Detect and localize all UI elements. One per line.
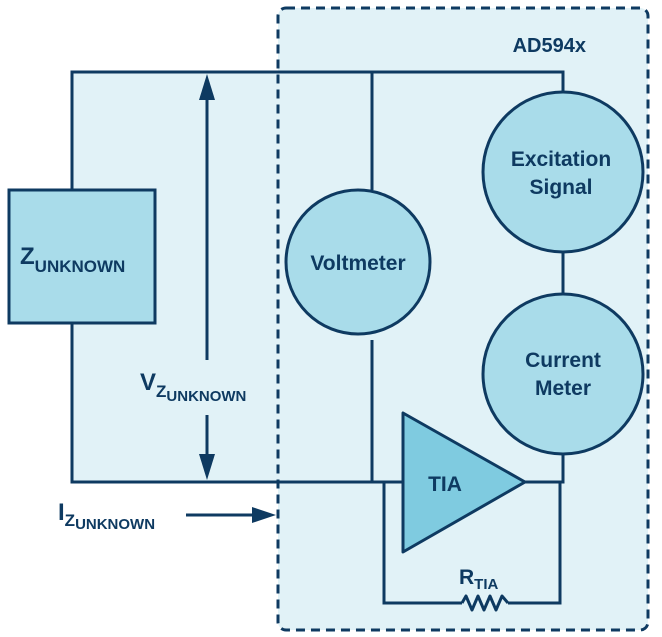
i-z-unknown-label: IZUNKNOWN xyxy=(58,499,155,533)
voltmeter-label: Voltmeter xyxy=(310,252,405,275)
current-meter-label-line1: Current xyxy=(525,349,601,372)
excitation-label-line2: Signal xyxy=(529,176,592,199)
excitation-signal-block xyxy=(481,90,645,254)
current-meter-label-line2: Meter xyxy=(535,377,591,400)
current-meter-block xyxy=(481,292,645,456)
feedback-left-wire xyxy=(382,482,462,605)
excitation-label-line1: Excitation xyxy=(511,148,611,171)
tia-label: TIA xyxy=(428,473,462,496)
z-unknown-label: ZUNKNOWN xyxy=(20,243,125,276)
voltmeter-block xyxy=(284,188,432,336)
resistor-icon xyxy=(460,594,510,612)
chip-label: AD594x xyxy=(513,35,586,57)
voltage-arrow xyxy=(199,74,215,480)
z-unknown-block xyxy=(7,188,157,325)
r-tia-label: RTIA xyxy=(459,566,499,593)
bottom-wire xyxy=(70,323,403,484)
tia-amplifier xyxy=(401,411,527,554)
tia-output-wire xyxy=(525,452,565,484)
current-arrow-head xyxy=(252,507,276,523)
v-z-unknown-label: VZUNKNOWN xyxy=(140,369,246,405)
feedback-right-wire xyxy=(508,482,562,605)
